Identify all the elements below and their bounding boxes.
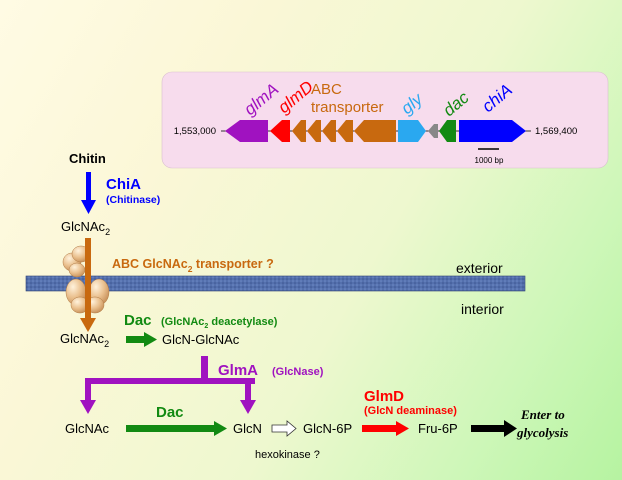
abc-gene-arrow-4 bbox=[337, 120, 353, 142]
abc-gene-arrow-2 bbox=[307, 120, 321, 142]
hexokinase-arrow bbox=[271, 420, 297, 437]
abc-gene-arrow-3 bbox=[322, 120, 336, 142]
chitinase-arrow bbox=[81, 172, 96, 214]
small-gene-arrow bbox=[428, 124, 438, 138]
abc-gene-arrow-1 bbox=[292, 120, 306, 142]
glmd-enzyme-label: GlmD bbox=[364, 388, 404, 405]
glmA-gene-arrow bbox=[225, 120, 268, 142]
dac-enzyme-description: (GlcNAc2 deacetylase) bbox=[161, 316, 278, 330]
glycolysis-label-line1: Enter to bbox=[520, 407, 565, 422]
glcnac2-exterior-label: GlcNAc2 bbox=[61, 219, 110, 237]
dac-gene-arrow bbox=[439, 120, 456, 142]
dac-conversion-arrow bbox=[126, 332, 157, 347]
gene-cluster-panel: 1,553,000 1,569,400 glmA glmD ABC transp… bbox=[161, 71, 609, 169]
exterior-label: exterior bbox=[456, 260, 503, 276]
glcn-glcnac-label: GlcN-GlcNAc bbox=[162, 332, 240, 347]
start-coordinate: 1,553,000 bbox=[174, 126, 216, 137]
chitin-label: Chitin bbox=[69, 151, 106, 166]
abc-label-line2: transporter bbox=[311, 99, 384, 116]
dac-second-arrow bbox=[126, 421, 227, 436]
cell-membrane bbox=[25, 275, 526, 292]
glcn-label: GlcN bbox=[233, 421, 262, 436]
chiA-enzyme-label: ChiA bbox=[106, 176, 141, 193]
dac-second-enzyme-label: Dac bbox=[156, 404, 184, 421]
glmD-gene-arrow bbox=[270, 120, 290, 142]
interior-label: interior bbox=[461, 301, 504, 317]
scale-bar-label: 1000 bp bbox=[475, 156, 504, 165]
chiA-enzyme-description: (Chitinase) bbox=[106, 194, 160, 206]
abc-transporter-label: ABC GlcNAc2 transporter ? bbox=[112, 257, 274, 274]
glcnac2-interior-label: GlcNAc2 bbox=[60, 331, 109, 349]
glcnac-label: GlcNAc bbox=[65, 421, 110, 436]
transport-arrow bbox=[80, 238, 96, 332]
glycolysis-arrow bbox=[471, 420, 517, 437]
glma-enzyme-label: GlmA bbox=[218, 362, 258, 379]
hexokinase-label: hexokinase ? bbox=[255, 449, 320, 461]
glma-split-arrow bbox=[80, 356, 256, 414]
gly-gene-arrow bbox=[398, 120, 426, 142]
abc-label-line1: ABC bbox=[311, 81, 342, 98]
glmd-conversion-arrow bbox=[362, 421, 409, 436]
abc-gene-arrow-5 bbox=[354, 120, 396, 142]
end-coordinate: 1,569,400 bbox=[535, 126, 577, 137]
glcn6p-label: GlcN-6P bbox=[303, 421, 352, 436]
glma-enzyme-description: (GlcNase) bbox=[272, 366, 324, 378]
dac-enzyme-label: Dac bbox=[124, 312, 152, 329]
glmd-enzyme-description: (GlcN deaminase) bbox=[364, 405, 457, 417]
chiA-gene-arrow bbox=[459, 120, 526, 142]
glycolysis-label-line2: glycolysis bbox=[516, 425, 568, 440]
fru6p-label: Fru-6P bbox=[418, 421, 458, 436]
